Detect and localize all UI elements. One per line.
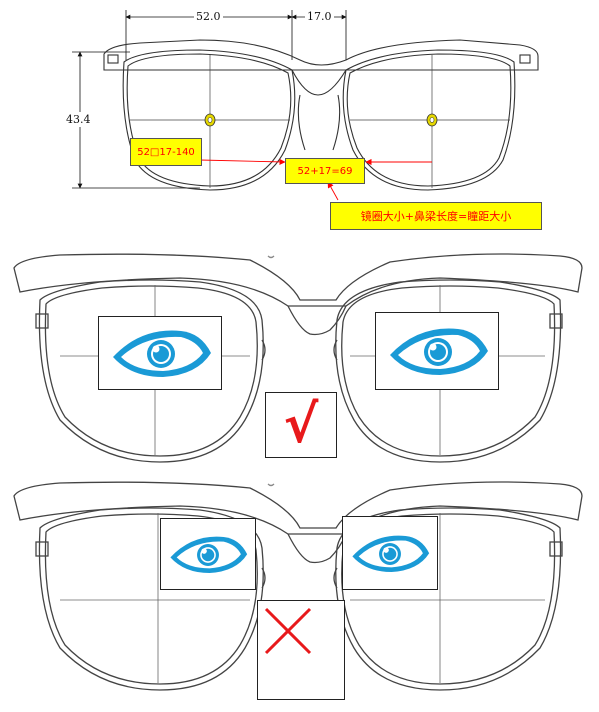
check-mark-box: √	[265, 392, 337, 458]
legend-callout: 镜圈大小+鼻梁长度=瞳距大小	[330, 202, 542, 230]
eye-icon	[390, 328, 488, 375]
eye-icon	[113, 330, 211, 377]
lens-width-label: 52.0	[194, 10, 223, 23]
check-mark: √	[283, 395, 319, 455]
size-code-callout: 52□17-140	[130, 138, 202, 166]
lens-height-label: 43.4	[66, 112, 91, 127]
eye-box-right-incorrect	[342, 516, 438, 590]
eye-icon	[352, 535, 430, 573]
eye-box-left-correct	[98, 316, 222, 390]
formula-callout: 52+17=69	[285, 158, 365, 184]
red-pointers	[199, 158, 432, 201]
eye-box-left-incorrect	[160, 518, 256, 590]
cross-mark-box	[257, 600, 345, 700]
eye-icon	[170, 536, 248, 574]
bridge-width-label: 17.0	[305, 10, 334, 23]
frame-correct	[13, 253, 583, 463]
frame-incorrect	[13, 481, 583, 691]
pupil-markers	[204, 113, 438, 127]
eye-box-right-correct	[375, 312, 499, 390]
cross-mark	[264, 607, 312, 655]
